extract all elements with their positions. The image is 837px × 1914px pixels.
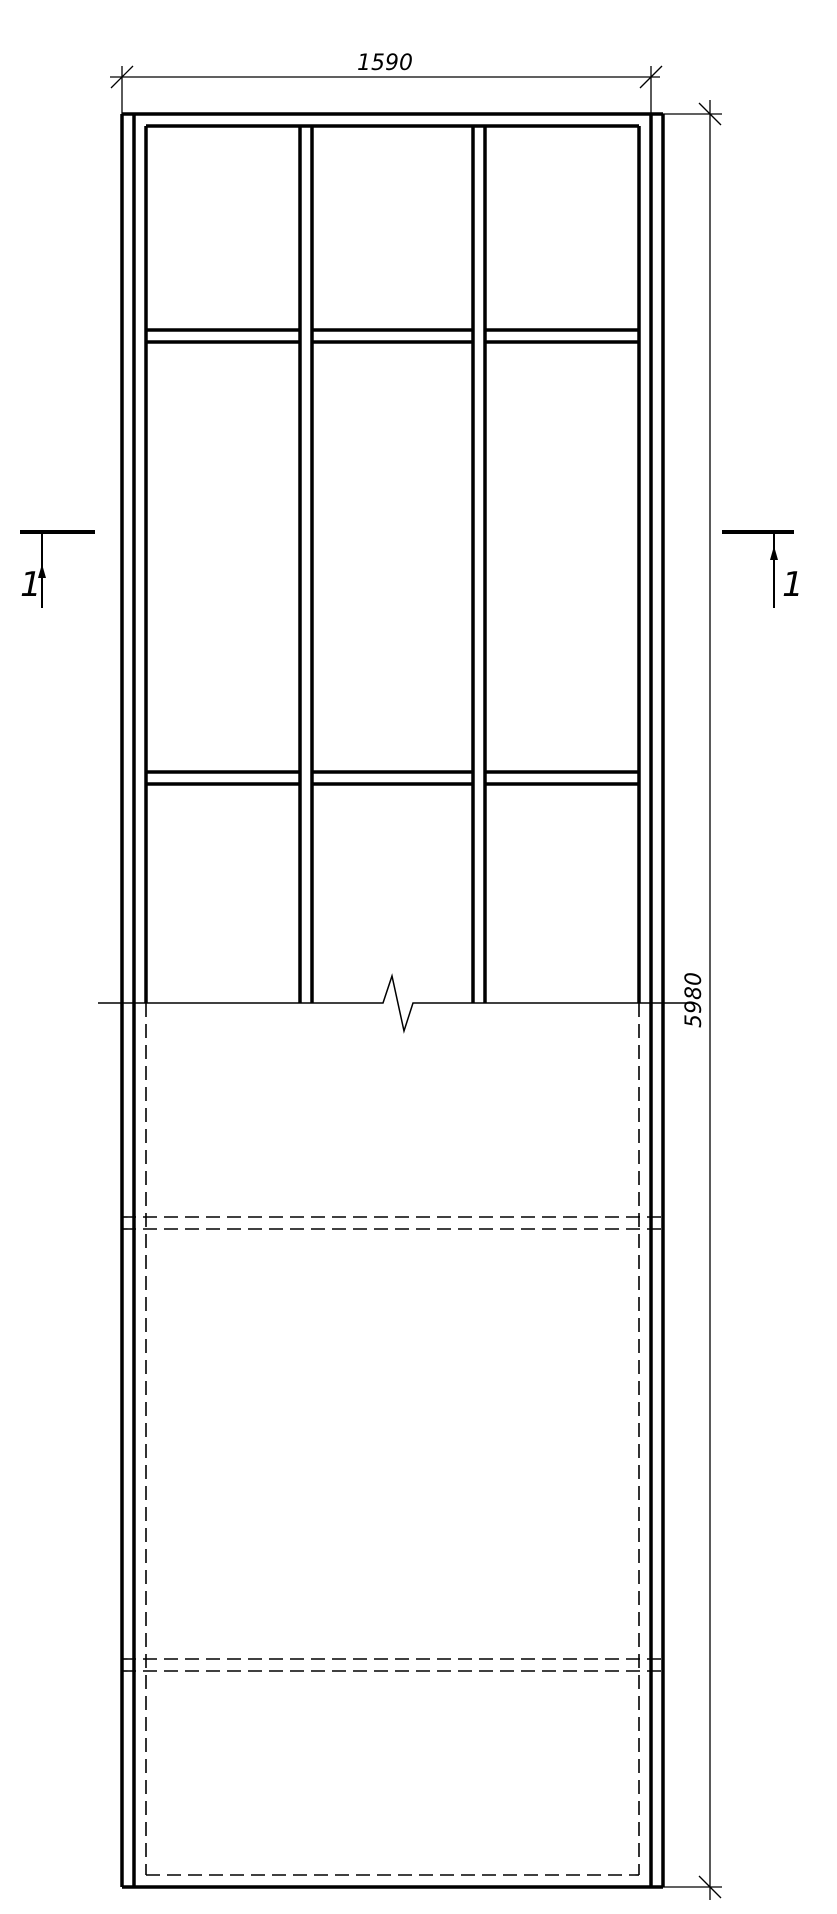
dim-height-tick-top — [698, 102, 722, 126]
break-line — [98, 973, 690, 1034]
dim-height-tick-bottom — [698, 1875, 722, 1899]
dim-width-tick-left — [110, 65, 134, 89]
transverse-rib-middle — [146, 770, 639, 786]
dimension-height-label: 5980 — [682, 972, 707, 1028]
hidden-transverse-rib-1 — [122, 1216, 663, 1230]
dimension-height — [663, 100, 722, 1900]
visible-ribs — [144, 124, 641, 1003]
dimension-width — [110, 65, 663, 114]
section-marker-right — [722, 530, 794, 608]
section-label-right: 1 — [782, 565, 804, 605]
dimension-width-label: 1590 — [357, 51, 413, 76]
hidden-transverse-rib-2 — [122, 1658, 663, 1672]
section-marker-left — [20, 530, 95, 608]
dim-width-tick-right — [639, 65, 663, 89]
section-label-left: 1 — [20, 565, 42, 605]
hidden-ribs — [122, 1003, 663, 1876]
panel-frame — [120, 112, 665, 1889]
transverse-rib-upper — [146, 328, 639, 344]
